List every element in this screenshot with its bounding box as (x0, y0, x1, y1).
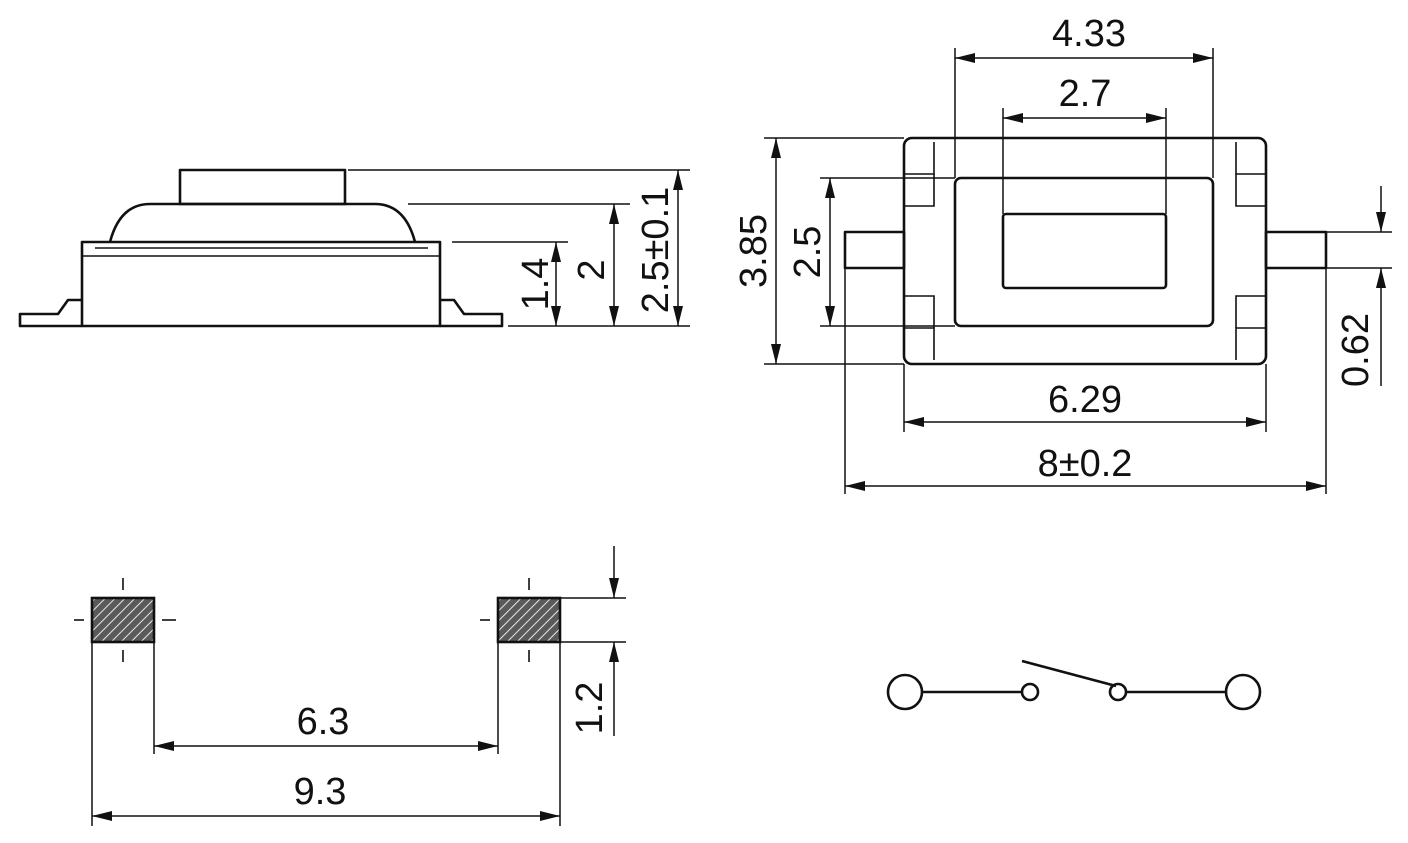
side-view: 1.4 2 2.5±0.1 (18, 168, 690, 328)
dimension-button-width-label: 2.7 (1059, 73, 1112, 115)
side-dimension-lines (348, 169, 690, 327)
solder-pad-left (90, 596, 156, 644)
dimension-total-height-label: 2.5±0.1 (635, 187, 677, 314)
top-dimension-lines (764, 48, 1392, 494)
dimension-overall-length-label: 8±0.2 (1038, 443, 1133, 485)
solder-pad-right (496, 596, 562, 644)
switch-side-profile (18, 168, 504, 328)
dimension-pad-height-label: 1.2 (569, 682, 611, 735)
dimension-overall-span-label: 9.3 (294, 771, 347, 813)
top-view: 4.33 2.7 3.85 2.5 0.62 6.29 8±0.2 (733, 13, 1392, 494)
dimension-terminal-width-label: 0.62 (1335, 313, 1377, 387)
switch-top-outline (843, 136, 1328, 366)
dimension-pad-spacing-label: 6.3 (297, 701, 350, 743)
dimension-total-depth-label: 3.85 (733, 214, 775, 288)
footprint-dimension-lines (91, 546, 626, 826)
footprint-view: 6.3 9.3 1.2 (74, 546, 626, 826)
switch-schematic-symbol (886, 659, 1262, 711)
dimension-height-label: 2 (571, 259, 613, 280)
dimension-body-length-label: 6.29 (1048, 379, 1122, 421)
dimension-body-width-label: 4.33 (1052, 13, 1126, 55)
footprint-center-lines (74, 578, 530, 662)
dimension-inner-depth-label: 2.5 (787, 226, 829, 279)
dimension-body-height-label: 1.4 (515, 258, 557, 311)
